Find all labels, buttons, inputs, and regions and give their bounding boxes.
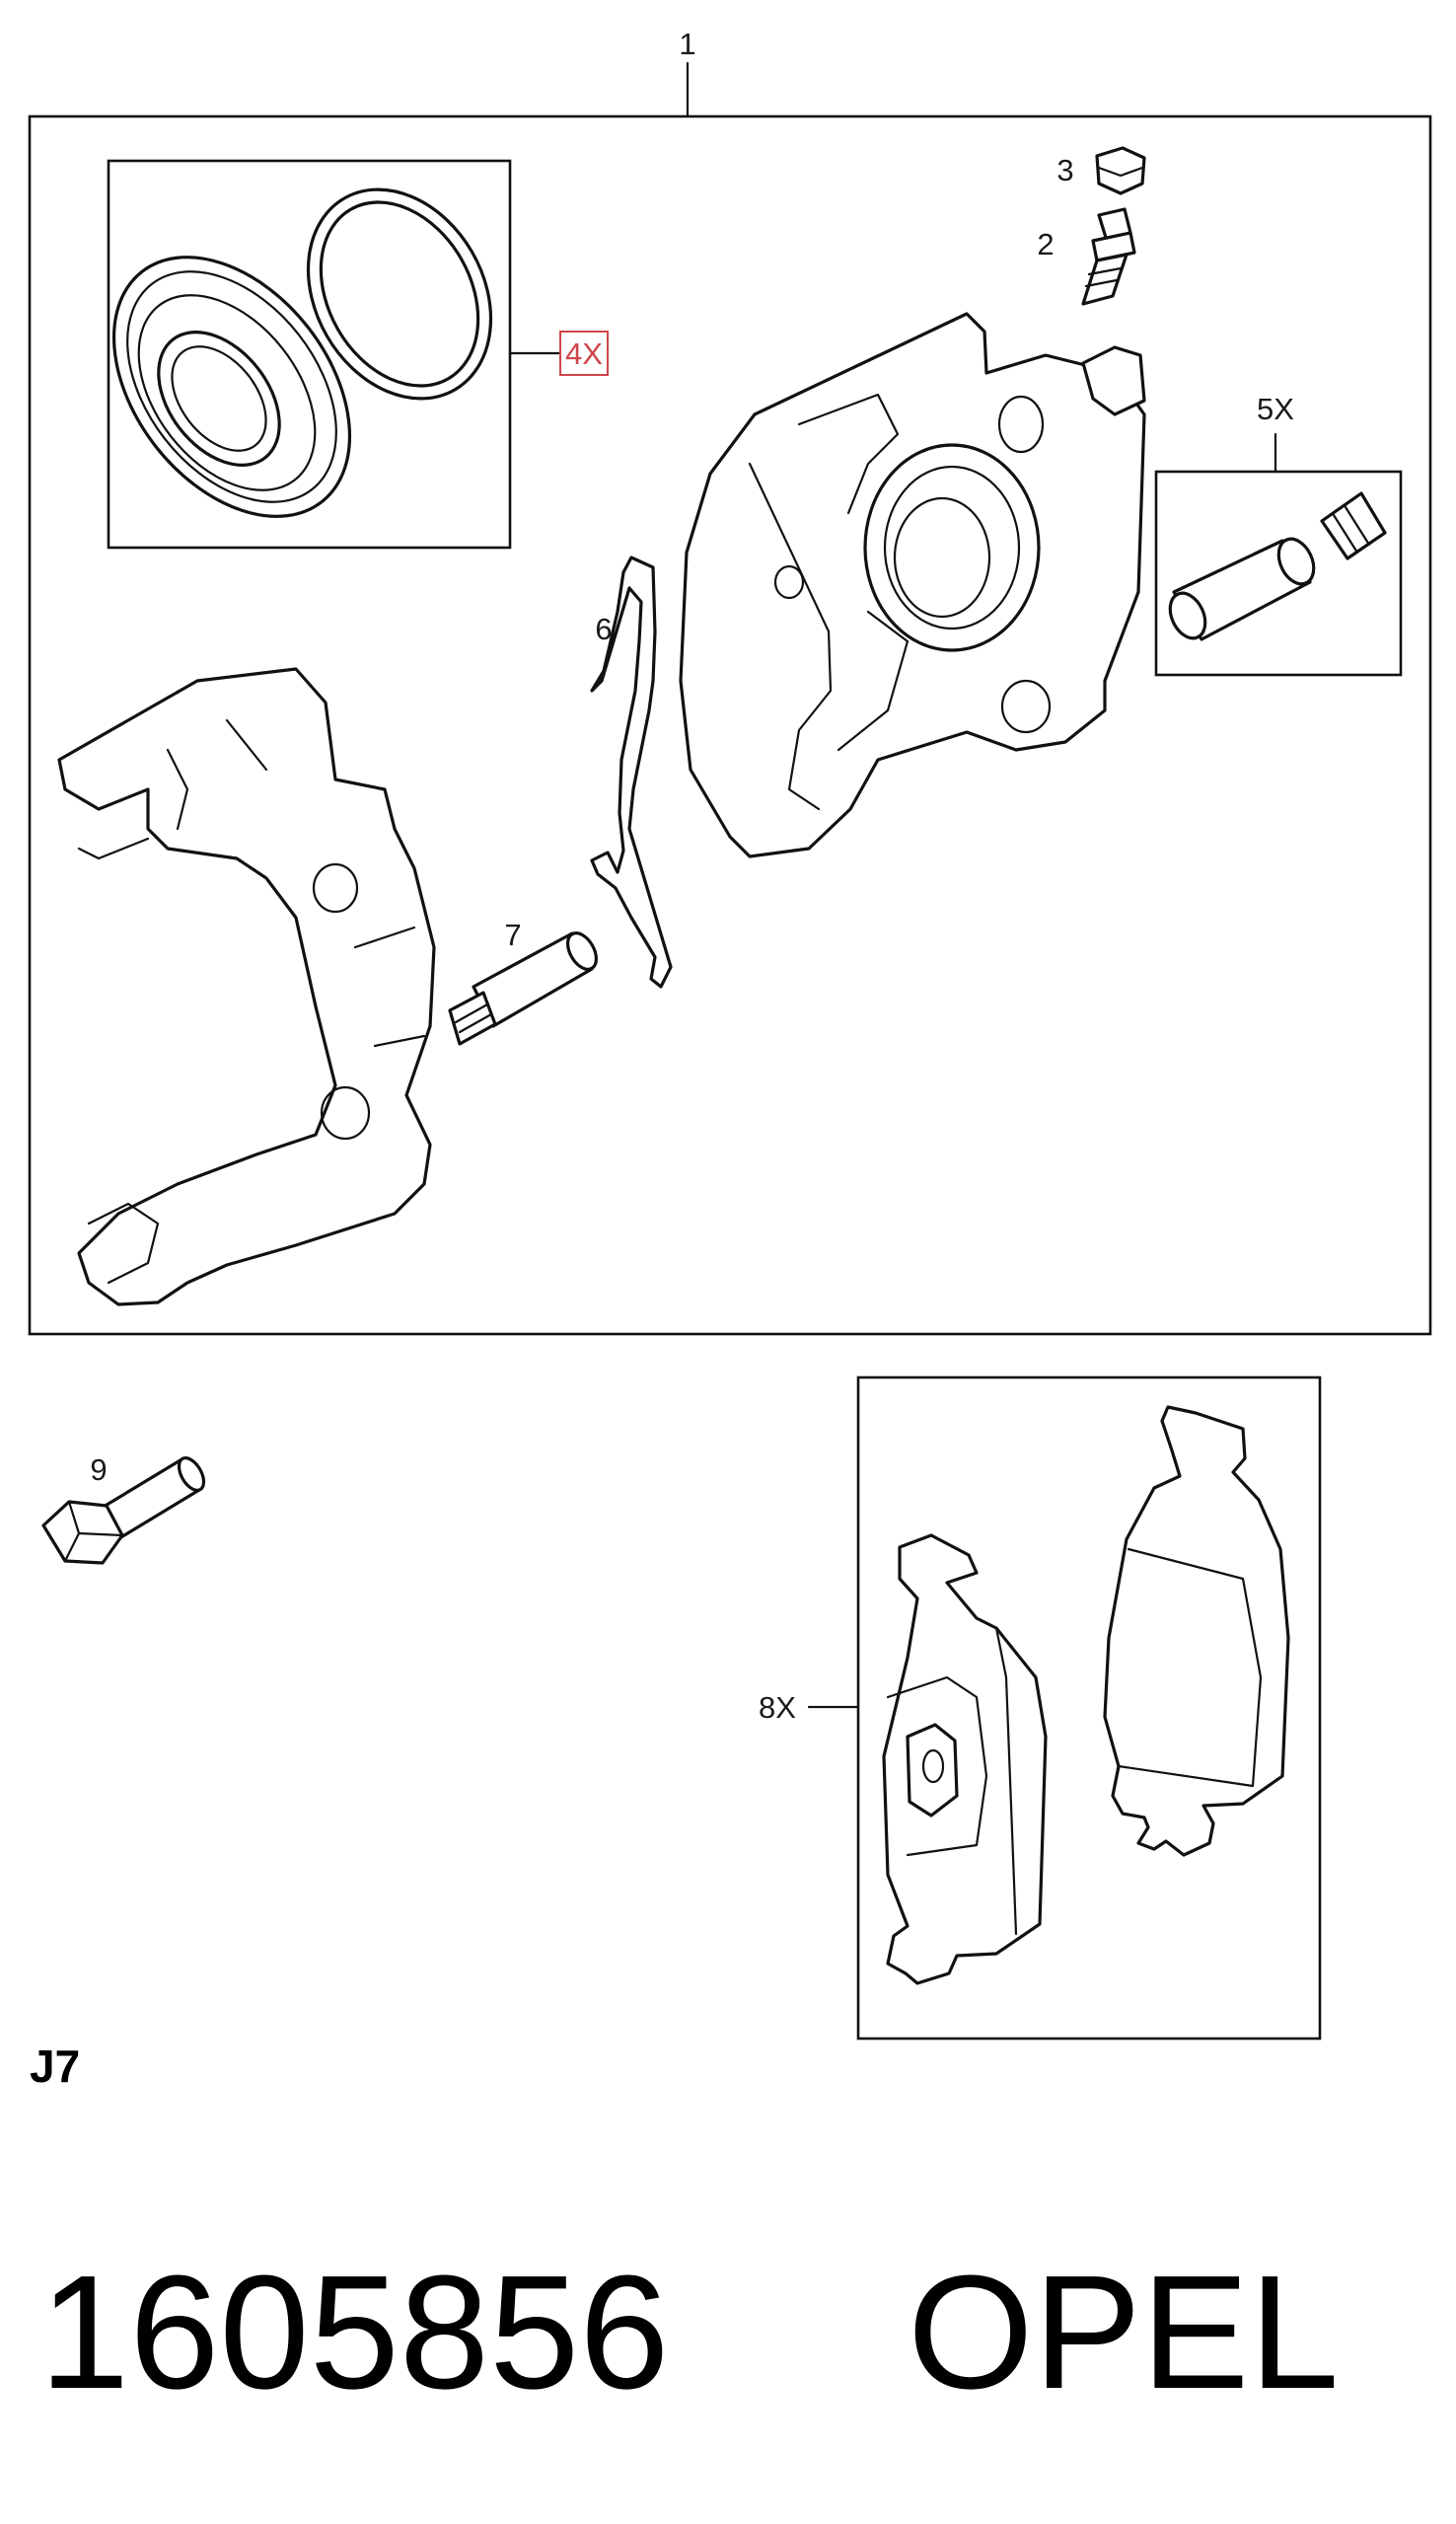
brake-pad-set-box	[807, 1375, 1322, 2041]
callout-4x: 4X	[565, 336, 603, 371]
callout-3: 3	[1056, 153, 1073, 187]
part-number: 1605856	[39, 2242, 669, 2422]
guide-bolt-icon	[448, 931, 599, 1046]
seal-kit-box	[107, 159, 609, 550]
guide-pin-kit-box	[1154, 432, 1403, 677]
callout-7: 7	[504, 918, 521, 952]
callout-2: 2	[1037, 227, 1054, 261]
callout-9: 9	[90, 1452, 107, 1487]
brand-name: OPEL	[908, 2242, 1340, 2422]
guide-sleeve-icon	[1168, 537, 1316, 641]
retaining-spring-icon	[590, 556, 673, 989]
callout-5x: 5X	[1257, 392, 1294, 426]
callout-1: 1	[679, 27, 695, 61]
bleed-screw-icon	[1081, 207, 1136, 306]
dust-boot-icon	[111, 256, 352, 518]
brake-pad-outer-icon	[1103, 1405, 1290, 1857]
caliper-housing-icon	[679, 312, 1146, 858]
section-code: J7	[30, 2041, 80, 2092]
bleed-cap-icon	[1095, 146, 1146, 195]
guide-pin-cap-icon	[1320, 491, 1387, 560]
callout-8x: 8X	[759, 1690, 796, 1725]
callout-6: 6	[595, 612, 612, 646]
brake-pad-inner-icon	[882, 1533, 1048, 1985]
caliper-bracket-icon	[57, 667, 436, 1306]
hex-bolt-icon	[41, 1456, 206, 1565]
o-ring-icon	[306, 187, 493, 401]
caliper-assembly-frame	[28, 61, 1432, 1336]
